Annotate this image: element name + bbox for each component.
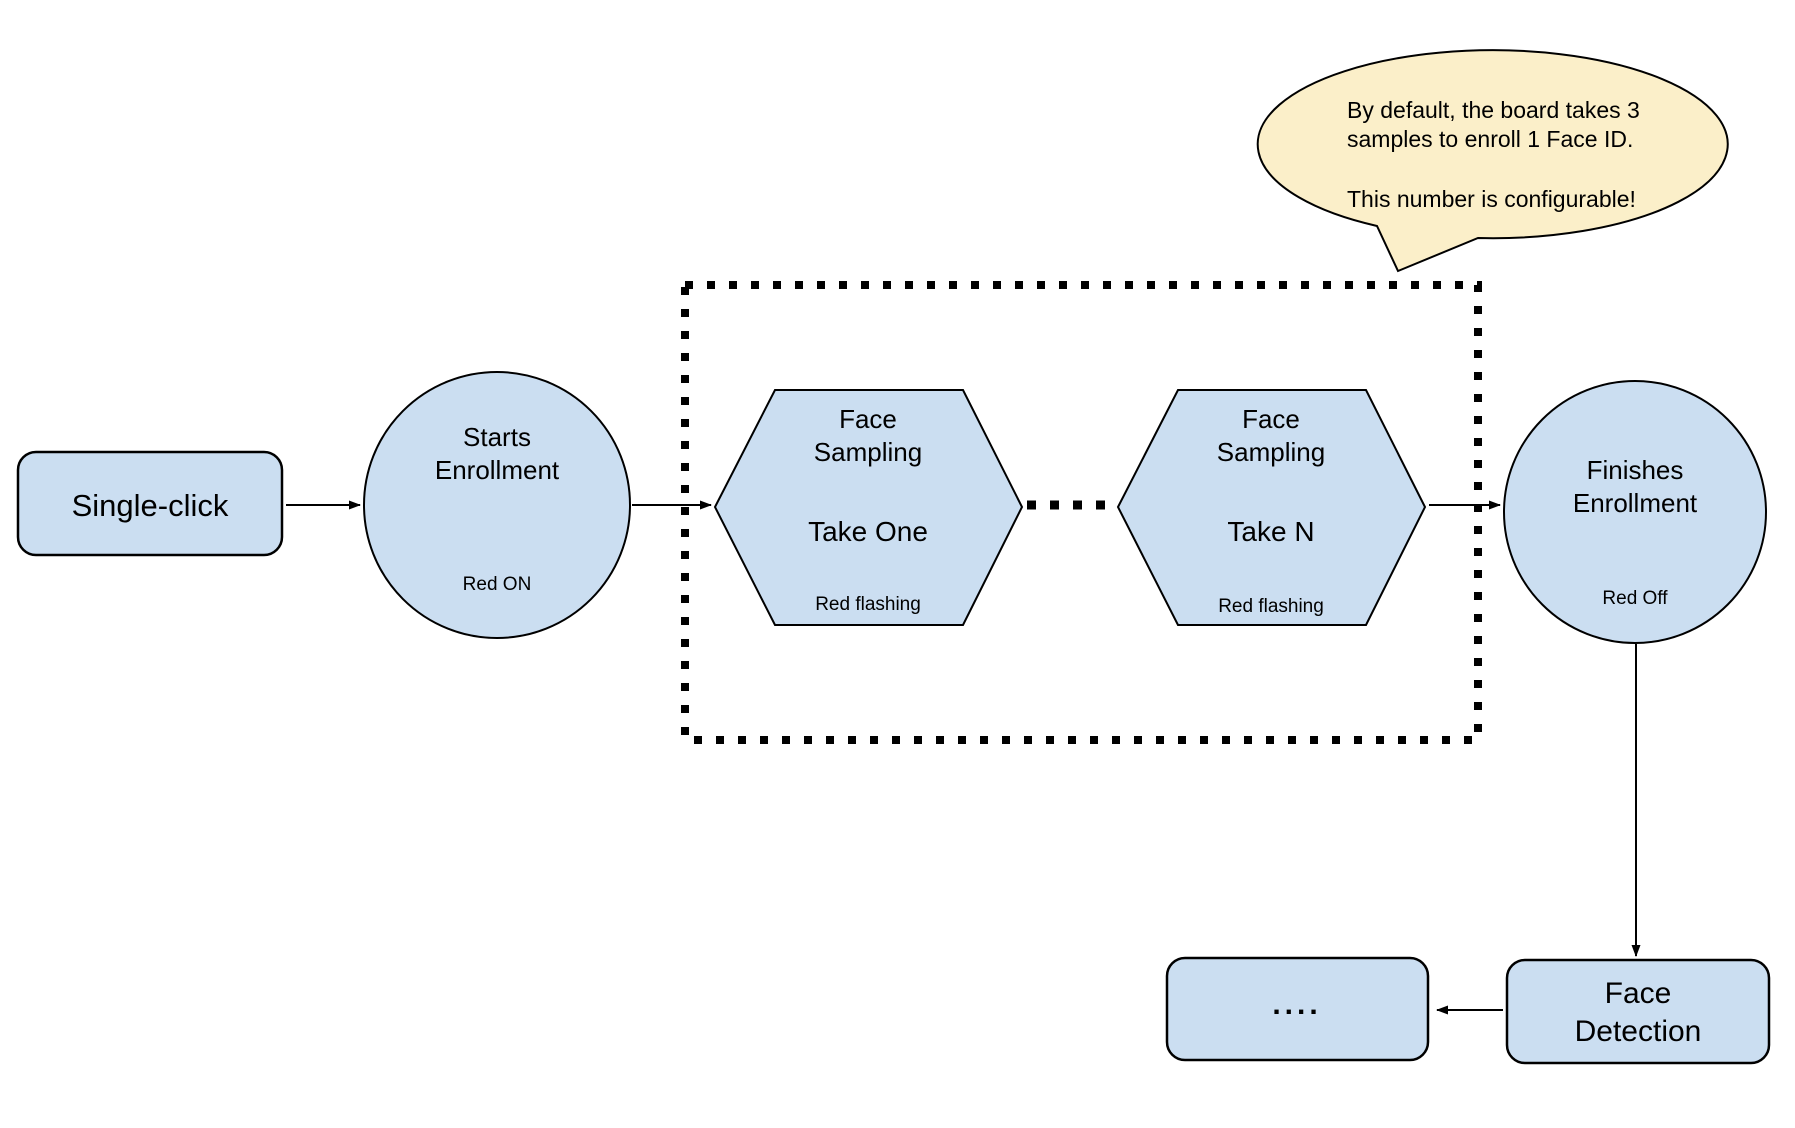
node-face-sampling-take-n: Face Sampling Take N Red flashing [1116,389,1427,626]
node-finishes-enrollment: Finishes Enrollment Red Off [1503,380,1767,644]
starts-enrollment-circle [363,371,631,639]
face-sampling-n-title2: Sampling [1217,437,1325,467]
callout-bubble-shape [1256,49,1729,273]
continuation-label: .... [1272,988,1321,1021]
single-click-label: Single-click [72,488,229,523]
node-single-click: Single-click [16,450,284,557]
face-sampling-one-title1: Face [839,404,897,434]
face-sampling-n-title1: Face [1242,404,1300,434]
finishes-enrollment-circle [1503,380,1767,644]
face-sampling-one-hexagon [713,389,1024,626]
finishes-enrollment-title2: Enrollment [1573,488,1698,518]
face-sampling-one-status: Red flashing [815,594,921,615]
finishes-enrollment-title1: Finishes [1587,455,1684,485]
face-detection-title1: Face [1605,977,1672,1010]
face-sampling-n-hexagon [1116,389,1427,626]
face-sampling-one-step: Take One [808,516,928,547]
node-face-detection: Face Detection [1505,958,1771,1065]
callout-text-line3: This number is configurable! [1347,186,1636,212]
starts-enrollment-title1: Starts [463,422,531,452]
continuation-box [1165,956,1430,1062]
face-sampling-one-title2: Sampling [814,437,922,467]
starts-enrollment-status: Red ON [463,574,532,595]
starts-enrollment-title2: Enrollment [435,455,560,485]
single-click-box [16,450,284,557]
face-sampling-n-step: Take N [1227,516,1314,547]
node-continuation: .... [1165,956,1430,1062]
face-detection-title2: Detection [1575,1015,1702,1048]
callout-text-line1: By default, the board takes 3 [1347,97,1640,123]
face-detection-box [1505,958,1771,1065]
callout-bubble: By default, the board takes 3 samples to… [1256,49,1729,273]
finishes-enrollment-status: Red Off [1602,588,1668,609]
sampling-loop-dotted-border [681,281,1482,744]
face-sampling-n-status: Red flashing [1218,596,1324,617]
node-face-sampling-take-one: Face Sampling Take One Red flashing [713,389,1024,626]
node-starts-enrollment: Starts Enrollment Red ON [363,371,631,639]
callout-text-line2: samples to enroll 1 Face ID. [1347,126,1633,152]
